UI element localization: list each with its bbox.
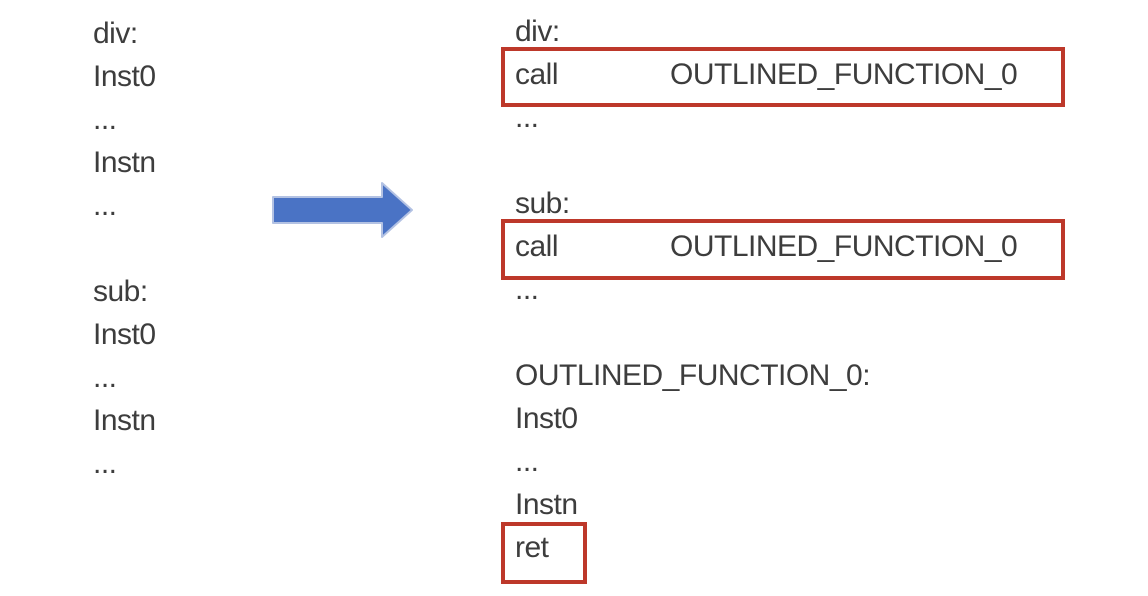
right-arrow-icon — [272, 182, 413, 238]
blank-line — [515, 311, 1017, 354]
call-line-div: call OUTLINED_FUNCTION_0 — [515, 53, 1018, 96]
blank-line — [515, 139, 1017, 182]
code-line-instn: Instn — [515, 488, 578, 521]
outlined-function-label: OUTLINED_FUNCTION_0: — [515, 359, 871, 392]
call-operand: OUTLINED_FUNCTION_0 — [670, 58, 1018, 91]
ellipsis-line: ... — [515, 273, 539, 306]
original-code-column: div: Inst0 ... Instn ... sub: Inst0 ... … — [93, 12, 156, 485]
code-line-inst0: Inst0 — [93, 60, 156, 93]
function-label-sub: sub: — [515, 187, 570, 220]
call-mnemonic: call — [515, 230, 559, 263]
call-operand: OUTLINED_FUNCTION_0 — [670, 230, 1018, 263]
code-line-instn: Instn — [93, 146, 156, 179]
ellipsis-line: ... — [93, 189, 117, 222]
ret-line: ret — [515, 531, 549, 564]
code-line-inst0: Inst0 — [515, 402, 578, 435]
function-label-sub: sub: — [93, 275, 148, 308]
ellipsis-line: ... — [93, 361, 117, 394]
ellipsis-line: ... — [515, 101, 539, 134]
function-label-div: div: — [515, 15, 560, 48]
function-label-div: div: — [93, 17, 138, 50]
code-line-instn: Instn — [93, 404, 156, 437]
ellipsis-line: ... — [93, 103, 117, 136]
ellipsis-line: ... — [515, 445, 539, 478]
blank-line — [93, 227, 156, 270]
code-line-inst0: Inst0 — [93, 318, 156, 351]
call-line-sub: call OUTLINED_FUNCTION_0 — [515, 225, 1018, 268]
transform-arrow — [270, 181, 415, 239]
ellipsis-line: ... — [93, 447, 117, 480]
call-mnemonic: call — [515, 58, 559, 91]
